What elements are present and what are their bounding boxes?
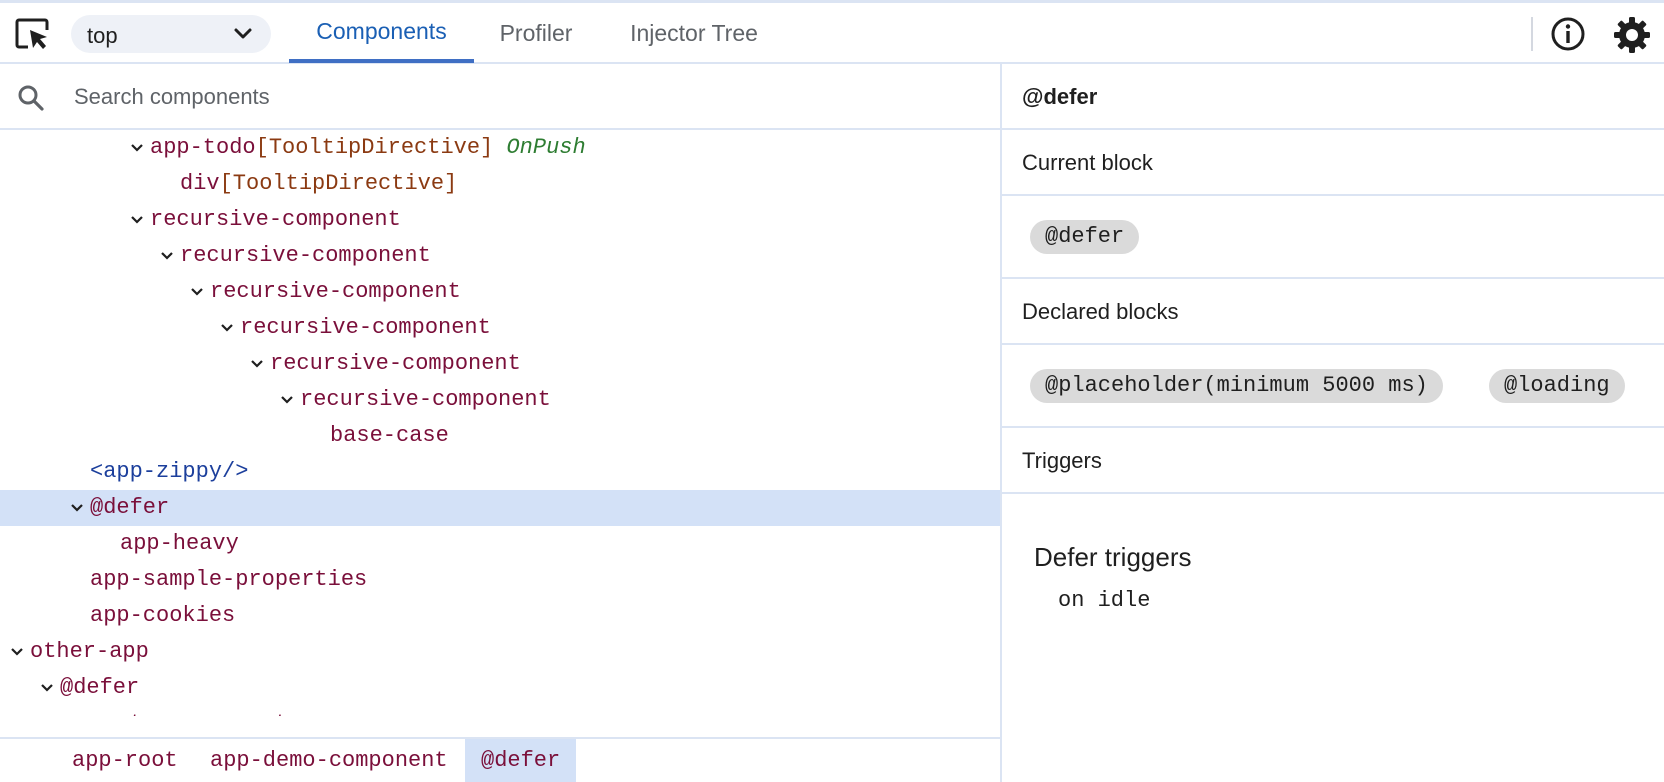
breadcrumb: app-root app-demo-component @defer: [0, 737, 1000, 782]
settings-button[interactable]: [1613, 16, 1651, 54]
devtools-toolbar: top Components Profiler Injector Tree: [0, 3, 1664, 64]
chevron-down-icon: [234, 28, 252, 39]
chevron-down-icon[interactable]: [280, 382, 296, 418]
tab-profiler[interactable]: Profiler: [499, 19, 573, 46]
component-tree-pane: app-todo[TooltipDirective] OnPush div[To…: [0, 64, 1000, 782]
tree-node[interactable]: app-sample-properties: [0, 562, 1000, 598]
component-tree: app-todo[TooltipDirective] OnPush div[To…: [0, 130, 1000, 716]
declared-blocks-section: @placeholder(minimum 5000 ms) @loading: [1002, 345, 1664, 428]
component-name: other-app: [30, 639, 149, 664]
directive-name: [TooltipDirective]: [255, 135, 494, 160]
declared-block-chip: @placeholder(minimum 5000 ms): [1030, 369, 1443, 403]
component-name: base-case: [330, 423, 449, 448]
tree-node[interactable]: recursive-component: [0, 382, 1000, 418]
tab-injector-tree[interactable]: Injector Tree: [630, 19, 758, 46]
chevron-down-icon[interactable]: [220, 310, 236, 346]
top-border: [0, 0, 1664, 3]
tree-node[interactable]: recursive-component: [0, 346, 1000, 382]
pane-divider[interactable]: [1000, 64, 1002, 782]
frame-select-value: top: [87, 23, 118, 48]
breadcrumb-item-active[interactable]: @defer: [465, 739, 577, 782]
chevron-down-icon[interactable]: [160, 238, 176, 274]
tree-node[interactable]: <app-zippy/>: [0, 454, 1000, 490]
info-button[interactable]: [1550, 16, 1586, 52]
breadcrumb-item[interactable]: app-root: [72, 748, 178, 773]
gear-icon: [1614, 17, 1650, 53]
component-name: recursive-component: [240, 315, 491, 340]
toolbar-divider: [1531, 17, 1533, 51]
search-icon: [18, 85, 44, 111]
component-name: app-todo: [150, 135, 256, 160]
breadcrumb-item[interactable]: app-demo-component: [210, 748, 448, 773]
tab-components[interactable]: Components: [289, 3, 474, 63]
defer-triggers-title: Defer triggers: [1034, 542, 1192, 572]
chevron-down-icon[interactable]: [130, 130, 146, 166]
details-header: @defer: [1002, 64, 1664, 130]
tree-node[interactable]: @defer: [0, 670, 1000, 706]
tree-node[interactable]: recursive-component: [0, 274, 1000, 310]
tree-node[interactable]: app-todo[TooltipDirective] OnPush: [0, 130, 1000, 166]
chevron-down-icon[interactable]: [130, 202, 146, 238]
tree-node[interactable]: empty-component: [0, 706, 1000, 716]
current-block-header[interactable]: Current block: [1002, 130, 1664, 196]
current-block-section: @defer: [1002, 196, 1664, 279]
defer-block-name: @defer: [90, 495, 170, 520]
tree-node[interactable]: recursive-component: [0, 202, 1000, 238]
chevron-down-icon[interactable]: [40, 670, 56, 706]
component-name: app-cookies: [90, 603, 236, 628]
tree-node[interactable]: recursive-component: [0, 238, 1000, 274]
info-icon: [1551, 17, 1585, 51]
search-bar: [0, 64, 1000, 130]
component-name: recursive-component: [210, 279, 461, 304]
component-name: empty-component: [90, 706, 288, 716]
trigger-item: on idle: [1058, 588, 1151, 613]
component-name: <app-zippy/>: [90, 459, 249, 484]
component-name: app-sample-properties: [90, 567, 368, 592]
tree-node[interactable]: recursive-component: [0, 310, 1000, 346]
details-pane: @defer Current block @defer Declared blo…: [1002, 64, 1664, 782]
search-input[interactable]: [74, 78, 974, 116]
chevron-down-icon[interactable]: [190, 274, 206, 310]
inspect-element-icon: [15, 18, 49, 49]
tree-node[interactable]: app-heavy: [0, 526, 1000, 562]
triggers-header[interactable]: Triggers: [1002, 428, 1664, 494]
current-block-chip: @defer: [1030, 220, 1140, 254]
tree-node[interactable]: div[TooltipDirective]: [0, 166, 1000, 202]
declared-blocks-header[interactable]: Declared blocks: [1002, 279, 1664, 345]
component-name: recursive-component: [270, 351, 521, 376]
tree-node[interactable]: app-cookies: [0, 598, 1000, 634]
frame-select[interactable]: top: [71, 15, 271, 53]
onpush-badge: OnPush: [506, 135, 586, 160]
component-name: recursive-component: [150, 207, 401, 232]
chevron-down-icon[interactable]: [10, 634, 26, 670]
triggers-heading: Triggers: [1022, 448, 1102, 473]
defer-block-name: @defer: [60, 675, 140, 700]
tree-node-selected[interactable]: @defer: [0, 490, 1000, 526]
tree-node[interactable]: base-case: [0, 418, 1000, 454]
current-block-heading: Current block: [1022, 150, 1153, 175]
chevron-down-icon[interactable]: [70, 490, 86, 526]
declared-blocks-heading: Declared blocks: [1022, 299, 1179, 324]
declared-block-chip: @loading: [1489, 369, 1625, 403]
component-name: recursive-component: [180, 243, 431, 268]
tree-node[interactable]: other-app: [0, 634, 1000, 670]
component-name: recursive-component: [300, 387, 551, 412]
component-name: app-heavy: [120, 531, 239, 556]
details-title: @defer: [1022, 84, 1098, 109]
chevron-down-icon[interactable]: [250, 346, 266, 382]
inspect-element-button[interactable]: [14, 17, 52, 51]
component-name: div: [180, 171, 220, 196]
directive-name: [TooltipDirective]: [219, 171, 458, 196]
